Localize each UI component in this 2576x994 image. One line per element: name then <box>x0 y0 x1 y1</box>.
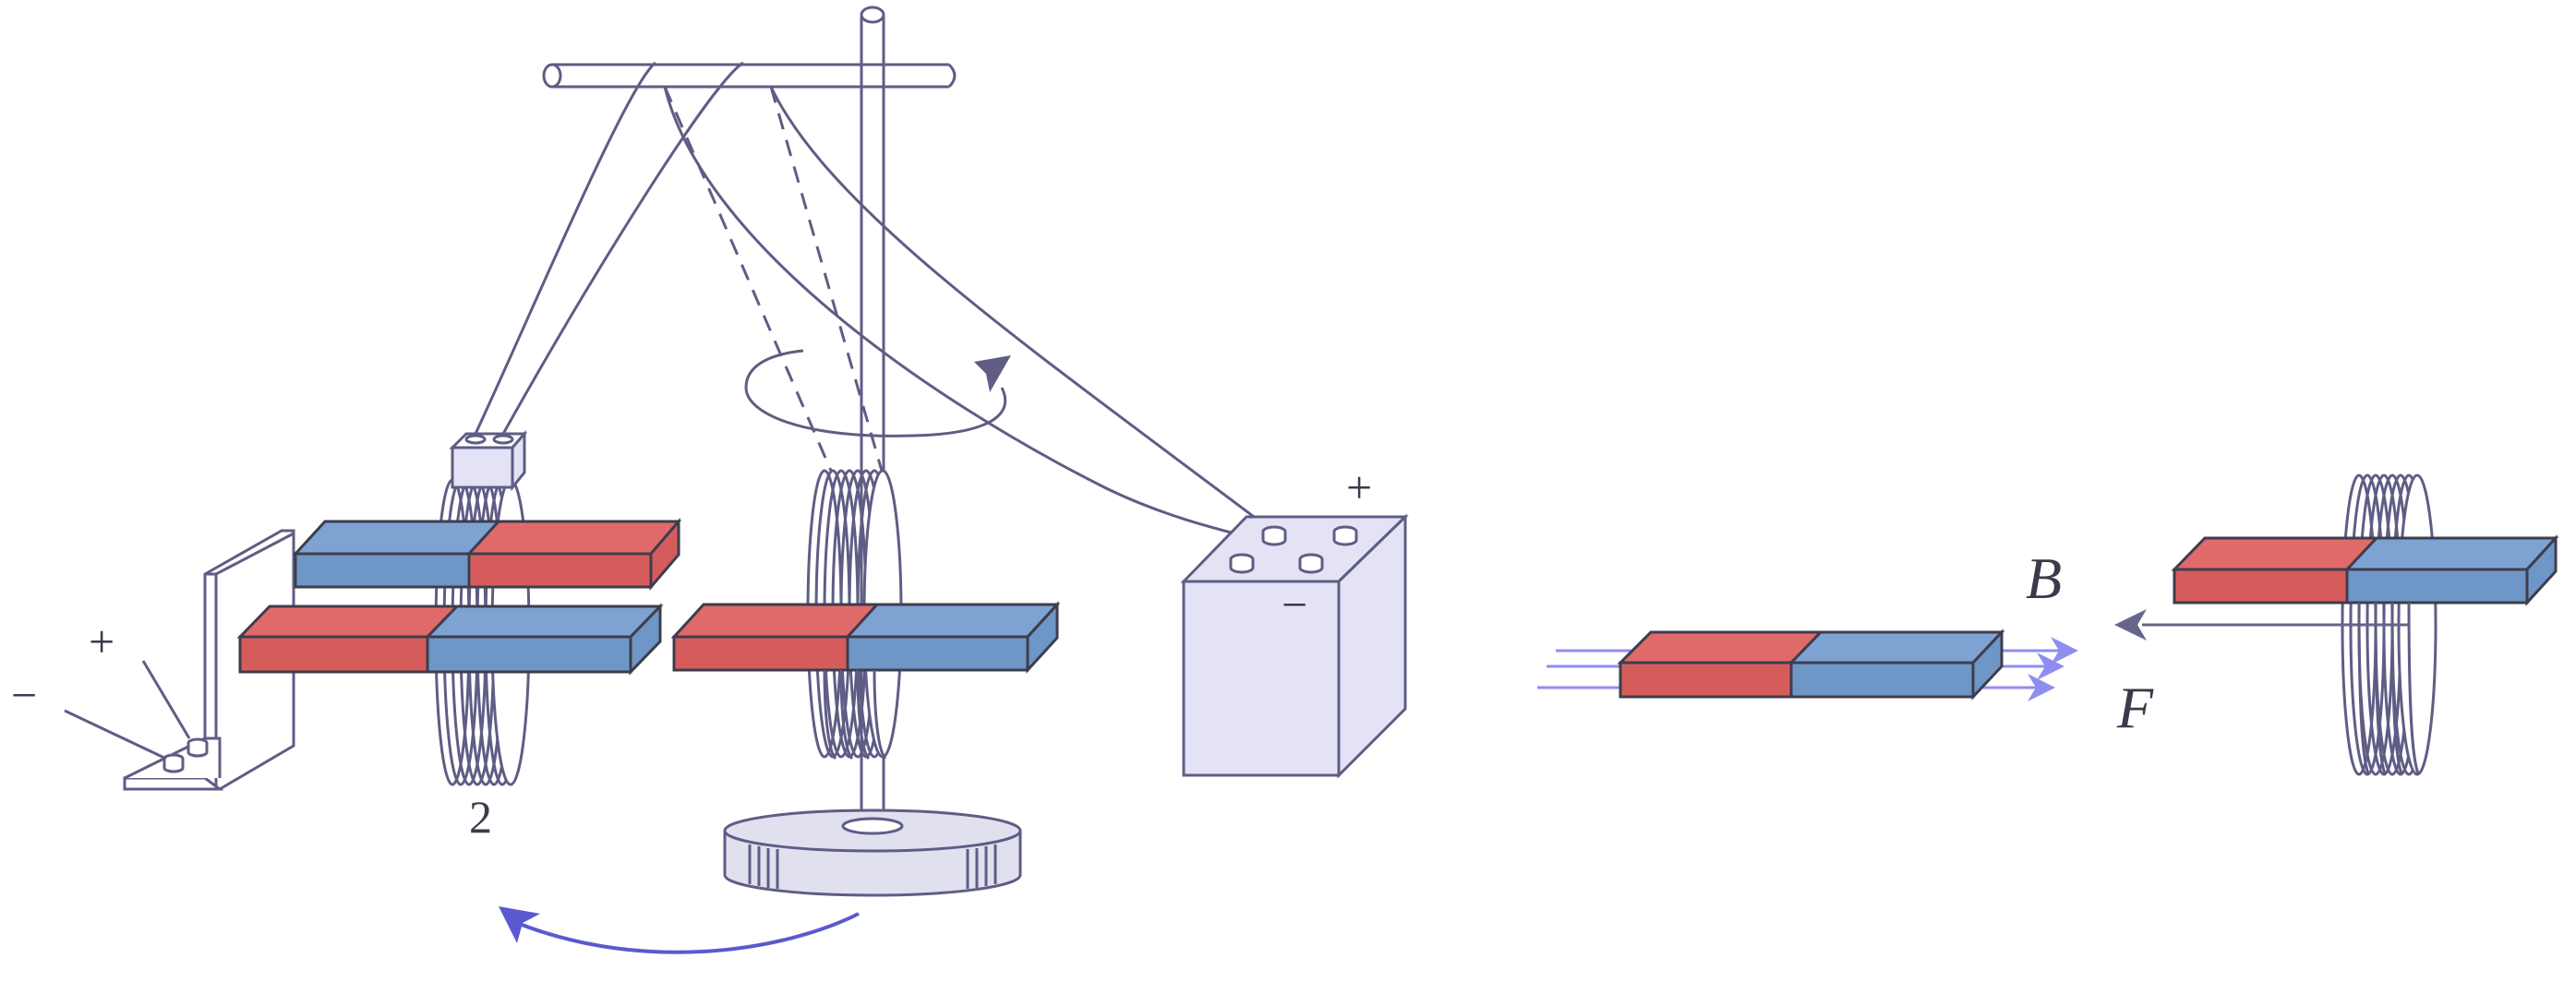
magnet-lower-left <box>236 603 664 676</box>
stand-bar-end-left <box>542 63 562 89</box>
middle-coil-front <box>823 669 887 760</box>
coil-number-label: 2 <box>469 791 492 843</box>
field-label: B <box>2026 545 2062 611</box>
battery-plus-label: + <box>1346 461 1372 513</box>
rotation-arrowhead-icon <box>974 355 1011 392</box>
battery <box>1180 513 1409 779</box>
force-arrow <box>2114 609 2410 641</box>
magnet-right-field <box>1617 629 2005 701</box>
curved-arrow-icon <box>499 906 540 943</box>
right-coil-front <box>2357 602 2420 774</box>
wires <box>474 61 1317 560</box>
left-minus-label: − <box>11 669 37 721</box>
base-rotation-arrow <box>499 906 860 954</box>
stand-pole-top <box>860 6 885 24</box>
magnet-middle <box>670 601 1061 674</box>
force-label: F <box>2116 675 2154 740</box>
arrow-left-icon <box>2114 609 2147 641</box>
rotation-indicator <box>744 349 1011 437</box>
battery-terminals <box>1229 525 1358 574</box>
stand-bar <box>552 63 949 89</box>
magnet-upper-left <box>292 517 682 592</box>
battery-minus-label: − <box>1282 579 1307 630</box>
left-plus-label: + <box>89 616 114 667</box>
coil-terminal-block <box>449 429 528 492</box>
magnet-far-right <box>2171 534 2559 606</box>
stand-base <box>723 808 1022 897</box>
